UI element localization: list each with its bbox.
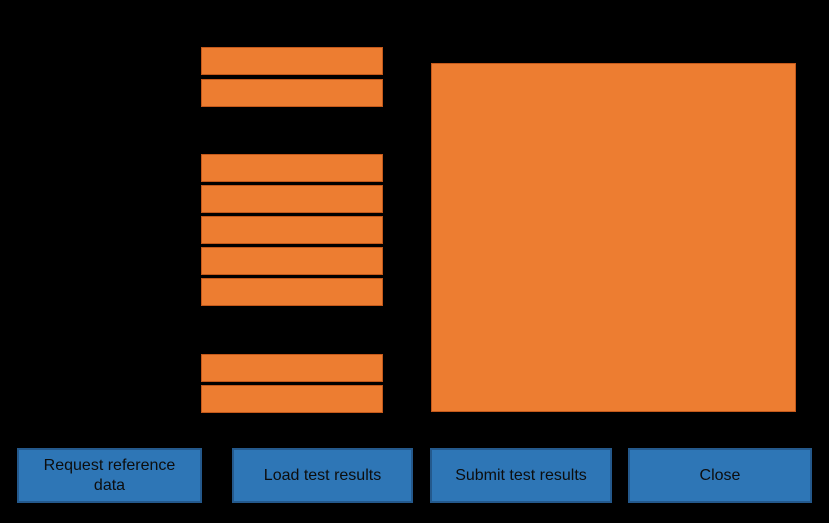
submit-test-results-button[interactable]: Submit test results [430,448,612,503]
field-middle-1[interactable] [201,154,383,182]
request-reference-data-button[interactable]: Request reference data [17,448,202,503]
field-bottom-1[interactable] [201,354,383,382]
field-bottom-2[interactable] [201,385,383,413]
close-button[interactable]: Close [628,448,812,503]
field-middle-3[interactable] [201,216,383,244]
field-middle-2[interactable] [201,185,383,213]
field-top-2[interactable] [201,79,383,107]
field-top-1[interactable] [201,47,383,75]
load-test-results-button[interactable]: Load test results [232,448,413,503]
field-middle-5[interactable] [201,278,383,306]
results-panel[interactable] [431,63,796,412]
field-middle-4[interactable] [201,247,383,275]
